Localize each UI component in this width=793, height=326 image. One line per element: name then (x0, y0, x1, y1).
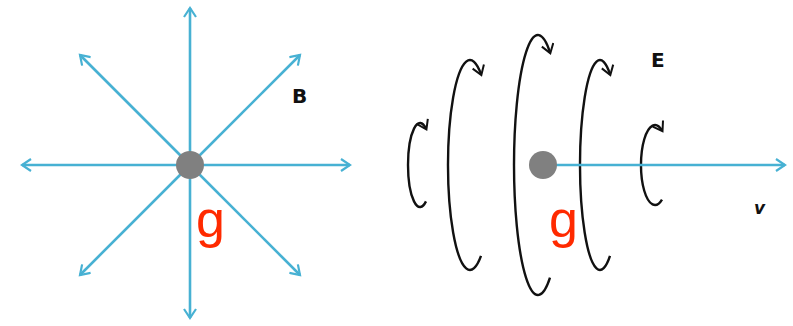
moving-charge (529, 151, 557, 179)
velocity-label: v (754, 200, 765, 217)
radial-field-arrows (22, 8, 350, 318)
field-label: B (292, 86, 307, 106)
velocity-arrow (543, 164, 785, 167)
field-label: E (651, 50, 665, 70)
monopole-charge (176, 151, 204, 179)
charge-label: g (196, 193, 225, 245)
charge-label: g (548, 193, 579, 245)
